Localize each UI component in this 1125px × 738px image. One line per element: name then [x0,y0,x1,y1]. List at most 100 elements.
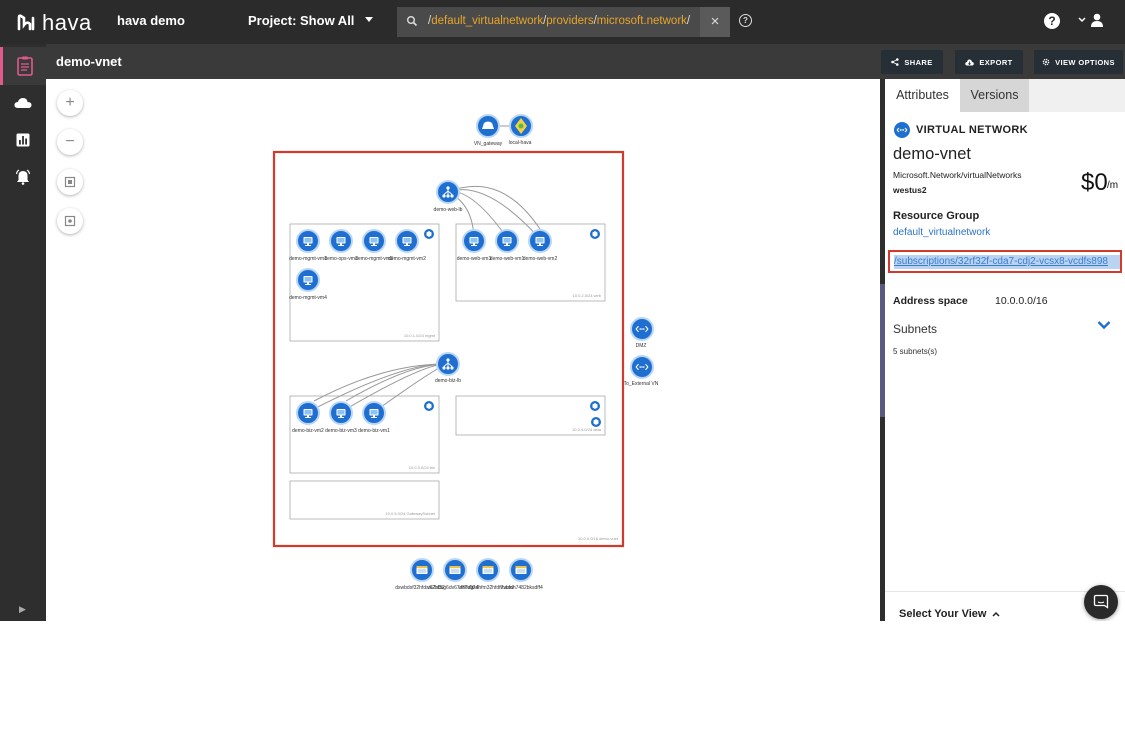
chart-icon [16,133,30,147]
sidebar-item-alerts[interactable] [0,158,46,196]
path-separator: / [686,15,691,27]
chevron-up-icon [991,611,1000,617]
vm-node[interactable]: demo-biz-vm3 [325,401,357,434]
path-segment: microsoft.network [596,15,687,27]
fit-view-icon [64,176,76,188]
gateway-node[interactable]: VN_gateway [474,114,503,147]
path-segment: default_virtualnetwork [431,15,544,27]
chevron-down-icon[interactable] [365,17,373,22]
sidebar-item-cloud[interactable] [0,84,46,122]
export-button[interactable]: EXPORT [955,50,1023,74]
storage-node[interactable]: f7vbfdh7482bksdff4 [499,558,543,591]
resource-kind: Microsoft.Network/virtualNetworks [893,170,1022,180]
subnets-count: 5 subnets(s) [893,347,938,356]
vm-node[interactable]: demo-mgmt-vm4 [289,268,327,301]
subnets-label: Subnets [893,322,938,336]
chat-button[interactable] [1084,585,1118,619]
vm-node[interactable]: demo-web-vm2 [523,229,558,262]
storage-node[interactable]: vfs7v924hfm32hfdnosaw [458,558,514,591]
lb-web-node[interactable]: demo-web-lb [434,180,463,213]
sub-header: demo-vnet SHARE EXPORT VIEW OPTIONS [46,44,1125,79]
fit-view-button[interactable] [57,169,83,195]
select-view-label[interactable]: Select Your View [899,608,1000,620]
vm-node[interactable]: demo-mgmt-vm2 [388,229,426,262]
alarm-icon [15,169,31,185]
node-label: demo-biz-vm1 [358,428,390,434]
share-icon [891,58,899,66]
chevron-down-icon[interactable] [1097,320,1111,330]
chevron-down-icon [1078,17,1086,23]
app-window: hava hava demo Project: Show All /defaul… [0,0,1125,621]
storage-icon [449,566,461,574]
storage-icon [416,566,428,574]
logo[interactable]: hava [16,10,92,36]
local-network-node[interactable]: local-hava [509,114,533,146]
vm-node[interactable]: demo-web-vm1 [490,229,525,262]
user-icon [1091,13,1103,27]
org-name[interactable]: hava demo [117,13,185,28]
vnet-caption: 10.0.0.0/16 demo-vnet [578,536,619,541]
resource-region: westus2 [893,185,927,195]
zoom-out-button[interactable]: − [57,129,83,155]
node-label: vfs7v924hfm32hfdnosaw [458,585,514,591]
node-label: demo-mgmt-vm1 [289,256,327,262]
vm-node[interactable]: demo-web-vm3 [457,229,492,262]
cost-unit: /m [1107,180,1119,191]
tab-attributes[interactable]: Attributes [885,79,960,112]
vm-node[interactable]: demo-ops-vm1 [324,229,358,262]
dmz-node[interactable]: DMZ [630,317,654,349]
zoom-in-button[interactable]: + [57,90,83,116]
resource-type-label: VIRTUAL NETWORK [916,124,1028,136]
sidebar-item-reports[interactable] [0,47,46,85]
node-label: demo-biz-vm2 [292,428,324,434]
help-icon[interactable]: ? [1044,13,1060,29]
network-diagram: VN_gateway local-hava 10.0.0.0/16 demo-v… [272,114,659,591]
select-view-text: Select Your View [899,608,987,620]
sidebar-item-charts[interactable] [0,121,46,159]
vnet-container[interactable] [272,150,625,548]
node-label: demo-web-vm3 [457,256,492,262]
view-options-button[interactable]: VIEW OPTIONS [1034,50,1123,74]
subscription-path-link[interactable]: /subscriptions/32rf32f-cda7-cdj2-vcsx8-v… [894,255,1120,269]
vnet-icon [894,122,910,138]
center-icon [64,215,76,227]
panel-tabs: Attributes Versions [885,79,1125,112]
search-help-icon[interactable]: ? [739,14,752,27]
lb-biz-node[interactable]: demo-biz-lb [435,352,461,384]
node-label: DMZ [636,343,647,349]
vm-node[interactable]: demo-mgmt-vm3 [355,229,393,262]
node-label: demo-biz-vm3 [325,428,357,434]
user-menu[interactable] [1078,12,1105,28]
storage-node[interactable]: dswbdsf32hfdsiv2bf32 [395,558,445,591]
resource-name: demo-vnet [893,145,971,163]
close-icon[interactable]: × [700,7,730,37]
path-separator: / [593,15,597,27]
hava-logo-icon [17,14,35,31]
storage-node[interactable]: v67s8vg6dv67v86dgsd [427,558,479,591]
vm-node[interactable]: demo-biz-vm2 [292,401,324,434]
share-button[interactable]: SHARE [881,50,943,74]
node-label: demo-web-lb [434,207,463,213]
search-icon [407,16,418,27]
vm-node[interactable]: demo-biz-vm1 [358,401,390,434]
resource-group-link[interactable]: default_virtualnetwork [893,227,991,238]
tab-versions[interactable]: Versions [960,79,1029,112]
subnet-gateway[interactable] [289,480,440,520]
vm-node[interactable]: demo-mgmt-vm1 [289,229,327,262]
select-view-bar[interactable]: Select Your View [885,591,1125,621]
search-input[interactable]: /default_virtualnetwork/providers/micros… [428,15,696,31]
reset-view-button[interactable] [57,208,83,234]
gateway-icon [482,121,494,129]
node-label: demo-mgmt-vm3 [355,256,393,262]
search-bar[interactable]: /default_virtualnetwork/providers/micros… [397,7,730,37]
expand-sidebar-icon[interactable]: ▶ [19,604,26,614]
external-vn-node[interactable]: To_External VN [624,355,659,387]
path-separator: / [543,15,547,27]
diagram-canvas[interactable]: + − [46,79,880,621]
subnet-data[interactable] [455,395,606,436]
export-label: EXPORT [979,57,1013,67]
node-label: demo-web-vm2 [523,256,558,262]
node-label: v67s8vg6dv67v86dgsd [427,585,478,591]
resource-type: VIRTUAL NETWORK [894,122,1028,138]
project-selector[interactable]: Project: Show All [248,13,355,28]
